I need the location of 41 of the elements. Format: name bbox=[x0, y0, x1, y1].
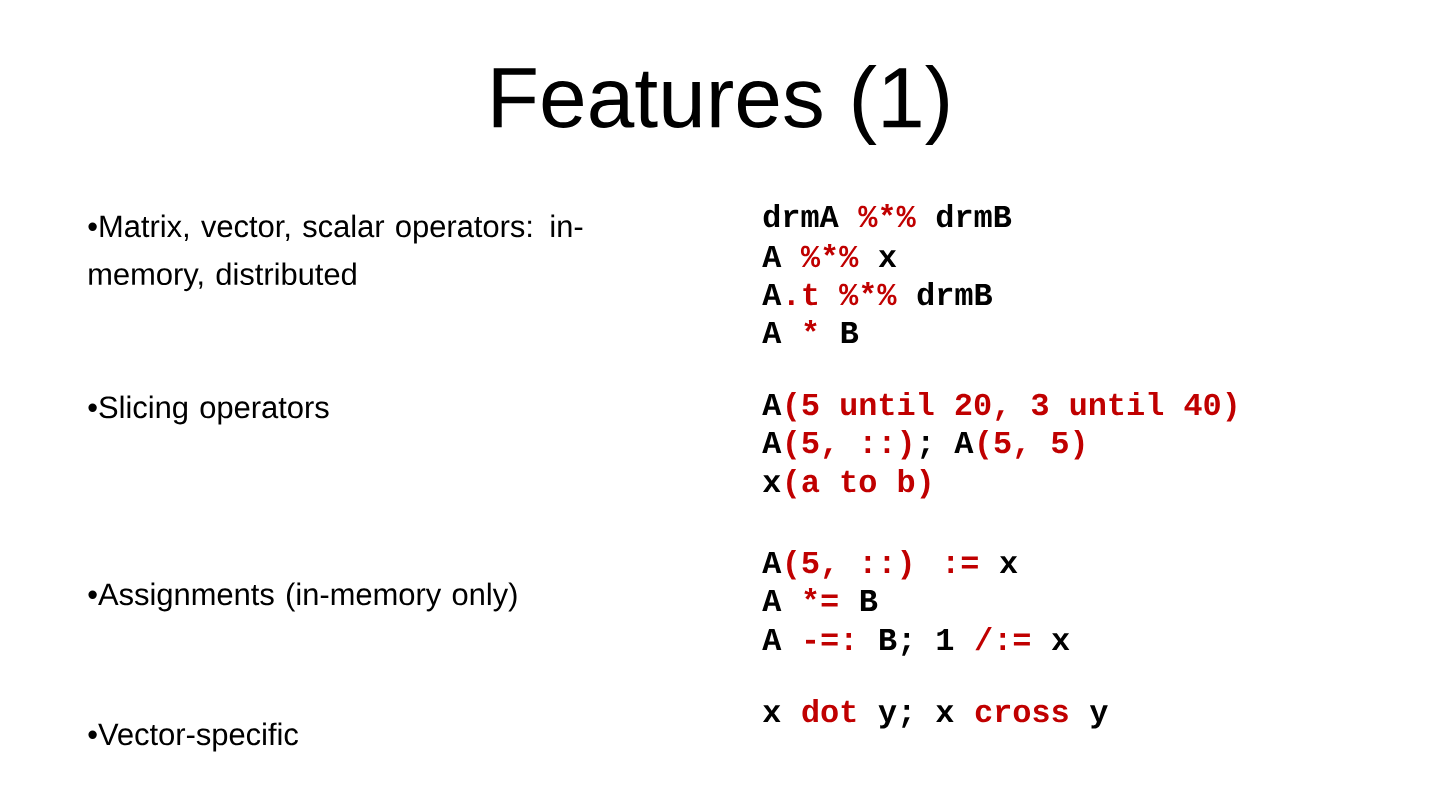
code-text: .t %*% bbox=[789, 281, 897, 306]
code-text: y bbox=[1089, 705, 1108, 729]
code-text: ; A bbox=[921, 432, 974, 459]
code-text: A bbox=[762, 590, 782, 611]
code-text: A bbox=[762, 432, 782, 453]
code-text: B bbox=[860, 590, 878, 611]
code-text: drmB bbox=[917, 281, 992, 306]
code-text: B bbox=[841, 322, 859, 343]
code-text: x bbox=[1051, 633, 1070, 650]
code-text: * bbox=[804, 319, 817, 332]
code-text: (5, 5) bbox=[979, 429, 1084, 460]
code-text: x bbox=[999, 556, 1018, 573]
code-text: A bbox=[762, 284, 782, 305]
code-text: A bbox=[762, 246, 782, 267]
bullet-text: •Assignments (in-memory only) bbox=[88, 582, 517, 612]
code-text: x bbox=[763, 475, 781, 492]
code-text: B; 1 bbox=[880, 629, 954, 656]
code-text: %*% bbox=[800, 243, 859, 268]
code-text: cross bbox=[975, 704, 1068, 723]
code-text: A bbox=[762, 322, 782, 343]
bullet-text: •Matrix, vector, scalar operators: in-memory, distributed bbox=[88, 214, 583, 292]
code-text: (a to b) bbox=[787, 468, 930, 499]
code-text: x bbox=[763, 705, 781, 722]
code-text: x bbox=[878, 250, 897, 267]
code-text: drmA bbox=[763, 203, 839, 228]
bullet-text: •Slicing operators bbox=[88, 395, 329, 425]
code-text: /:= bbox=[975, 626, 1030, 651]
code-text: drmB bbox=[936, 203, 1012, 228]
code-text: A bbox=[762, 552, 782, 573]
code-text: A bbox=[762, 629, 782, 650]
code-text: (5, ::) bbox=[787, 429, 911, 460]
code-text: dot bbox=[802, 698, 856, 723]
bullet-text: •Vector-specific bbox=[88, 722, 298, 752]
code-text: y; x bbox=[878, 705, 954, 729]
code-text: (5 until 20, 3 until 40) bbox=[787, 391, 1236, 422]
slide-title: Features (1) bbox=[493, 65, 948, 145]
code-text: %*% bbox=[858, 203, 916, 228]
code-text: *= bbox=[804, 587, 838, 607]
code-text: A bbox=[762, 394, 782, 415]
code-text: -=: bbox=[806, 633, 851, 650]
code-text: (5, ::) := bbox=[787, 549, 978, 580]
